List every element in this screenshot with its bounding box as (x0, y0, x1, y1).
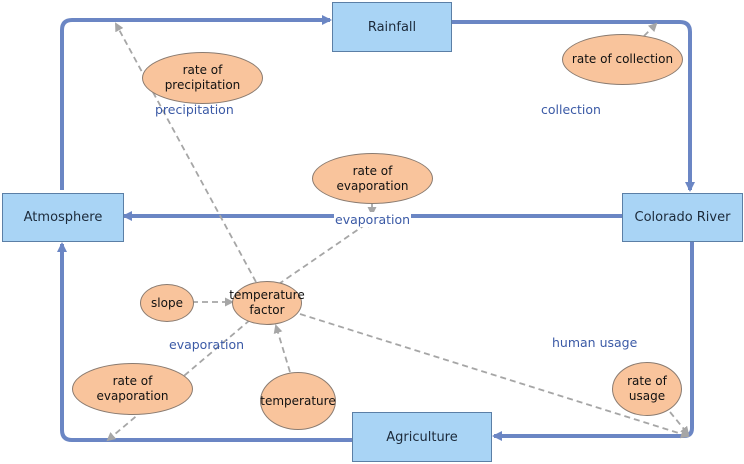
temperature-factor-variable[interactable]: temperature factor (229, 281, 305, 325)
collection-flow-label: collection (541, 102, 601, 117)
evaporation-agriculture-flow-arrow (57, 242, 352, 442)
colorado-river-stock[interactable]: Colorado River (622, 193, 743, 242)
link-rate-of-usage-to-human-usage (669, 411, 690, 436)
rate-of-evaporation-bottom-variable[interactable]: rate of evaporation (72, 363, 193, 415)
slope-variable[interactable]: slope (140, 284, 194, 322)
precipitation-flow-label: precipitation (155, 102, 234, 117)
link-temperature-factor-to-human-usage (299, 313, 690, 439)
link-temperature-factor-to-evaporation-river (269, 218, 374, 291)
precipitation-flow-arrow (60, 15, 332, 190)
rate-of-precipitation-variable[interactable]: rate of precipitation (142, 52, 263, 104)
rate-of-usage-variable[interactable]: rate of usage (612, 362, 682, 416)
rainfall-stock[interactable]: Rainfall (332, 2, 452, 52)
link-temperature-factor-to-precipitation (115, 22, 257, 283)
link-rate-of-collection-to-collection (643, 22, 658, 37)
link-temperature-to-temperature-factor (273, 324, 291, 373)
collection-flow-arrow (452, 20, 695, 192)
temperature-variable[interactable]: temperature (260, 372, 336, 430)
human-usage-flow-label: human usage (552, 335, 638, 350)
rate-of-collection-variable[interactable]: rate of collection (562, 34, 683, 85)
rate-of-evaporation-top-variable[interactable]: rate of evaporation (312, 153, 433, 204)
atmosphere-stock[interactable]: Atmosphere (2, 193, 124, 242)
evaporation-river-flow-label: evaporation (334, 212, 412, 227)
agriculture-stock[interactable]: Agriculture (352, 412, 492, 462)
evaporation-agriculture-flow-label: evaporation (169, 337, 245, 352)
